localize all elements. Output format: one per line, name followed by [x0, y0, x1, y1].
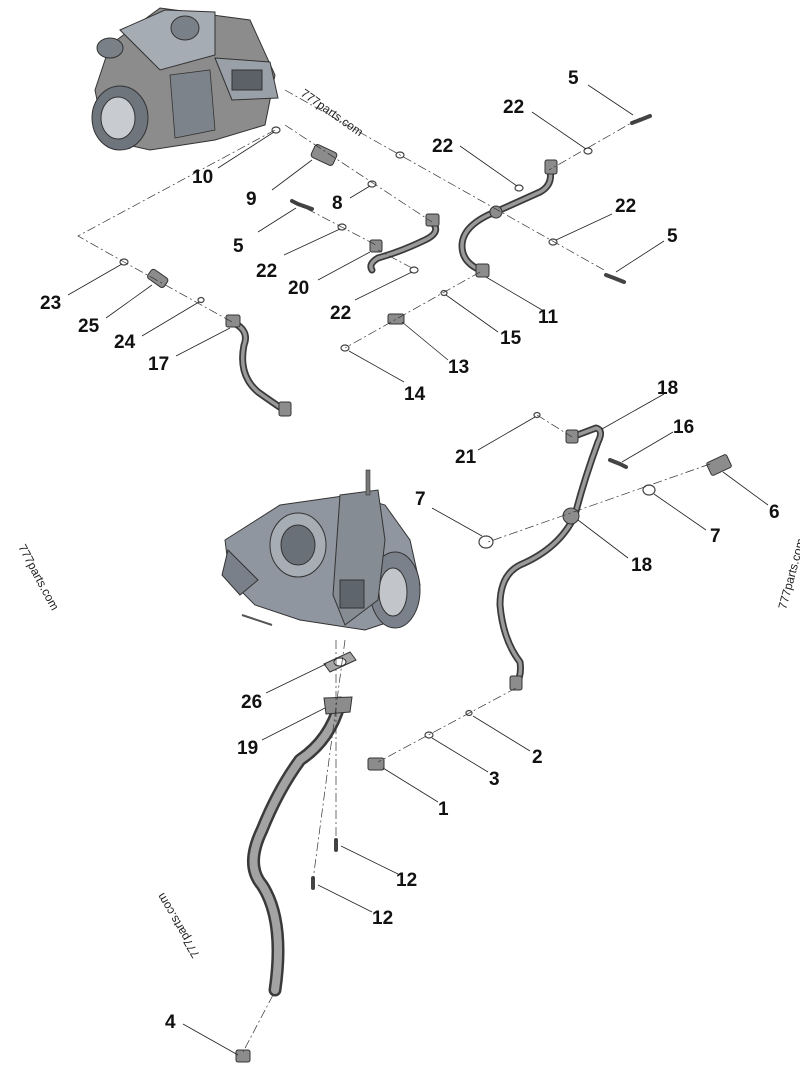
callout-18-bottom: 18 — [631, 555, 652, 576]
callout-6: 6 — [769, 502, 780, 523]
watermarks: 777parts.com 777parts.com 777parts.com 7… — [15, 86, 800, 961]
upper-turbocharger — [91, 7, 279, 151]
callout-5-left: 5 — [233, 236, 244, 257]
callout-4: 4 — [165, 1012, 176, 1033]
callout-24: 24 — [114, 332, 136, 353]
assembly-center-lines — [77, 89, 711, 1053]
callout-17: 17 — [148, 354, 169, 375]
gasket-26 — [323, 651, 357, 673]
callout-14: 14 — [404, 384, 426, 405]
callout-15: 15 — [500, 328, 522, 349]
callout-12-top: 12 — [396, 870, 417, 891]
callout-21: 21 — [455, 447, 477, 468]
oil-pipe-11 — [458, 159, 558, 278]
callout-7-right: 7 — [710, 526, 721, 547]
watermark-top: 777parts.com — [298, 86, 366, 139]
callout-7-left: 7 — [415, 489, 426, 510]
callout-2: 2 — [532, 747, 543, 768]
callout-13: 13 — [448, 357, 469, 378]
callout-23: 23 — [40, 293, 61, 314]
callout-22-right: 22 — [615, 196, 636, 217]
callout-5-top: 5 — [568, 68, 579, 89]
drain-pipe-19 — [247, 696, 353, 997]
callout-22-mid: 22 — [432, 136, 453, 157]
callout-11: 11 — [538, 307, 559, 328]
callout-16: 16 — [673, 417, 694, 438]
callout-25: 25 — [78, 316, 100, 337]
callout-8: 8 — [332, 193, 343, 214]
oil-pipe-17 — [225, 314, 292, 417]
callout-22-lower: 22 — [330, 303, 351, 324]
callout-18-top: 18 — [657, 378, 678, 399]
callout-labels: 10 9 8 5 22 20 22 23 25 24 17 22 22 5 22… — [40, 68, 780, 1033]
callout-26: 26 — [241, 692, 262, 713]
oil-pipe-18 — [496, 424, 605, 691]
callout-22-top: 22 — [503, 97, 524, 118]
callout-22-left: 22 — [256, 261, 277, 282]
callout-9: 9 — [246, 189, 257, 210]
callout-10: 10 — [192, 167, 213, 188]
lower-turbocharger — [221, 469, 421, 631]
callout-20: 20 — [288, 278, 309, 299]
small-parts — [119, 114, 732, 1063]
callout-1: 1 — [438, 799, 449, 820]
callout-12-bottom: 12 — [372, 908, 393, 929]
callout-5-right: 5 — [667, 226, 678, 247]
watermark-right: 777parts.com — [775, 537, 800, 611]
callout-19: 19 — [237, 738, 258, 759]
watermark-bottom: 777parts.com — [154, 891, 202, 961]
watermark-left: 777parts.com — [15, 542, 61, 613]
oil-pipe-20 — [367, 213, 440, 274]
leader-lines — [67, 84, 769, 1056]
callout-3: 3 — [489, 769, 500, 790]
